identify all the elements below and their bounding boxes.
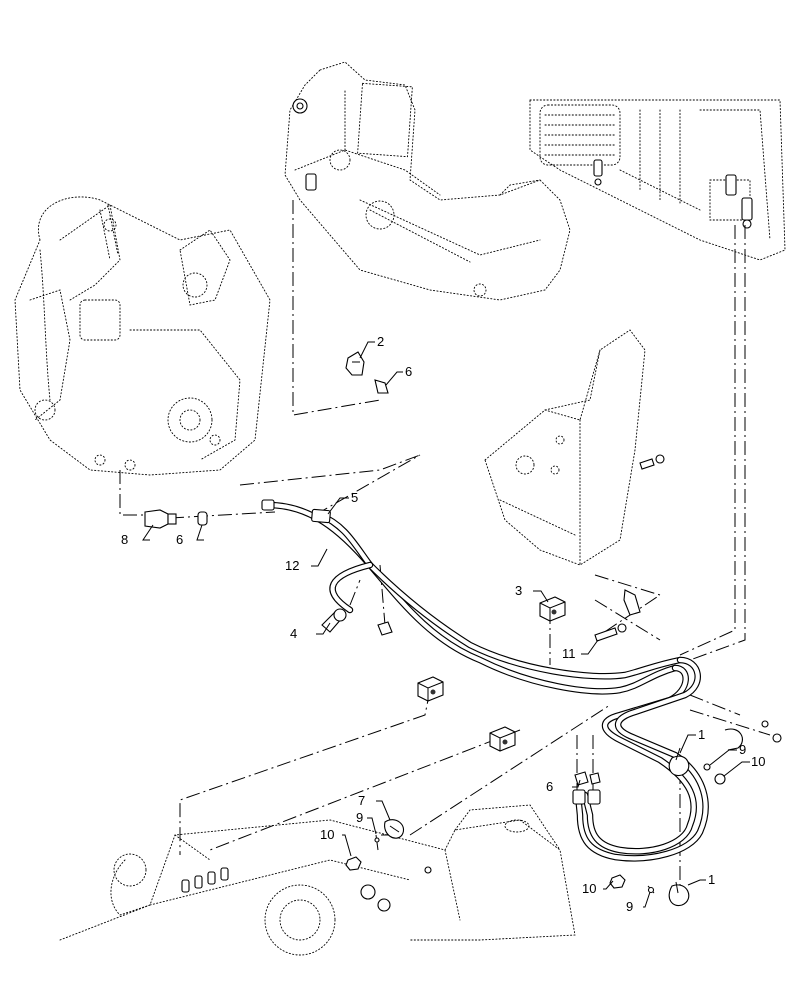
washer-item-9-right — [703, 763, 711, 771]
callout-10-bottom: 10 — [582, 881, 596, 896]
callout-5: 5 — [351, 490, 358, 505]
routing-lines — [119, 200, 771, 890]
cooler-assembly — [529, 99, 786, 261]
callout-11: 11 — [562, 646, 576, 661]
callout-6-left: 6 — [176, 532, 183, 547]
callout-6-right: 6 — [546, 779, 553, 794]
nut-item-10-middle — [345, 856, 362, 871]
callout-2: 2 — [377, 334, 384, 349]
callout-9-middle: 9 — [356, 810, 363, 825]
callout-4: 4 — [290, 626, 297, 641]
fitting-item-4 — [321, 608, 347, 633]
tank-bolt — [639, 454, 665, 470]
washer-item-9-bottom — [647, 885, 655, 894]
clamp-item-6-right — [574, 771, 601, 786]
callout-1-lower: 1 — [708, 872, 715, 887]
hydraulic-tank — [484, 329, 646, 566]
callout-6-top: 6 — [405, 364, 412, 379]
nut-item-10-bottom — [609, 874, 626, 889]
frame-crossmember — [284, 61, 571, 301]
clamp-item-1-upper — [668, 747, 690, 777]
callout-3: 3 — [515, 583, 522, 598]
callout-9-bottom: 9 — [626, 899, 633, 914]
cooler-fittings — [593, 159, 753, 229]
fitting-item-8 — [144, 509, 177, 529]
clamp-item-1-lower — [668, 881, 690, 907]
callout-leaders — [142, 341, 750, 908]
clamp-block-bottom — [489, 726, 516, 752]
clamp-lower-middle — [377, 621, 393, 636]
strap-clamp-right-top — [724, 720, 769, 751]
bracket-item-11 — [594, 589, 641, 642]
clamp-item-6-left — [197, 511, 208, 526]
fitting-item-2 — [345, 351, 365, 376]
callout-1-upper: 1 — [698, 727, 705, 742]
lower-fittings — [181, 866, 432, 912]
callout-labels: 2 6 5 12 8 6 3 4 11 1 9 10 6 7 9 10 10 9… — [121, 334, 765, 914]
hose-assembly — [261, 499, 709, 862]
engine-assembly — [14, 196, 271, 476]
clamp-item-6-top — [374, 379, 389, 394]
callout-10-middle: 10 — [320, 827, 334, 842]
callout-7: 7 — [358, 793, 365, 808]
callout-10-right: 10 — [751, 754, 765, 769]
nut-item-10-right — [714, 733, 782, 785]
callout-9-right: 9 — [739, 742, 746, 757]
clamp-block-item-3 — [539, 596, 566, 622]
washer-item-9-middle — [374, 834, 380, 851]
frame-fitting — [292, 98, 317, 191]
clamp-item-7 — [384, 819, 404, 839]
callout-12: 12 — [285, 558, 299, 573]
clamp-block-left — [417, 676, 444, 702]
callout-8: 8 — [121, 532, 128, 547]
transmission-housing — [59, 804, 576, 956]
